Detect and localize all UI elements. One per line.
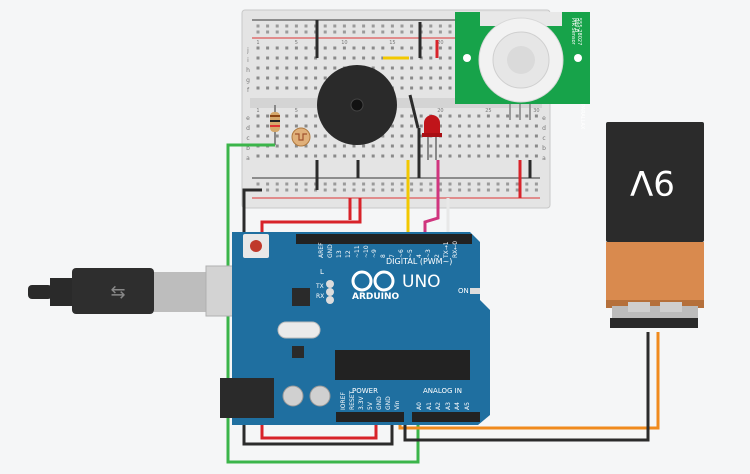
- power-header-label: POWER: [352, 387, 378, 395]
- digital-pin-label: RX←0: [451, 240, 459, 258]
- led-l-label: L: [320, 268, 324, 276]
- digital-pin-label: ~10: [362, 245, 370, 258]
- atmega-chip: [335, 350, 470, 380]
- breadboard-row-letter: g: [246, 77, 250, 84]
- power-pin-label: 5V: [367, 402, 374, 410]
- analog-header-strip: [412, 412, 480, 422]
- analog-pin-label: A1: [425, 402, 433, 410]
- photoresistor: [291, 127, 311, 147]
- arduino-uno-board: [220, 232, 490, 425]
- breadboard-row-letter: h: [246, 67, 250, 74]
- wire-black-gnd: [242, 188, 394, 446]
- usb-cable: ⇆: [28, 265, 241, 317]
- power-pin-label: Vin: [394, 400, 401, 410]
- power-pin-label: GND: [376, 396, 383, 410]
- breadboard-row-letter: e: [542, 115, 546, 122]
- digital-pin-label: TX→1: [442, 241, 450, 258]
- piezo-buzzer: [317, 65, 397, 145]
- breadboard-row-letter: j: [246, 47, 249, 54]
- breadboard-row-letter: i: [247, 57, 249, 64]
- arduino-model-label: UNO: [402, 272, 441, 292]
- digital-pin-label: GND: [326, 244, 334, 258]
- power-pin-label: GND: [385, 396, 392, 410]
- red-led: [422, 115, 442, 160]
- breadboard-column-number: 20: [437, 40, 443, 46]
- analog-pin-label: A4: [454, 402, 461, 410]
- analog-pin-label: A3: [444, 402, 452, 410]
- breadboard-column-number: 15: [389, 40, 395, 46]
- power-pin-label: RESET: [349, 390, 356, 410]
- resistor: [270, 105, 280, 145]
- breadboard-row-letter: f: [247, 87, 250, 94]
- breadboard-row-letter: e: [246, 115, 250, 122]
- digital-pin-label: 8: [380, 254, 388, 258]
- wire-black-mid: [408, 94, 420, 129]
- digital-pin-label: ~3: [424, 249, 432, 258]
- breadboard-row-letter: a: [246, 155, 250, 162]
- breadboard-row-letter: d: [542, 125, 546, 132]
- digital-pin-label: 4: [415, 254, 423, 258]
- breadboard-column-number: 5: [295, 108, 298, 114]
- digital-pin-label: 7: [389, 254, 397, 258]
- battery-label: 9V: [630, 162, 675, 202]
- pir-sensor: [455, 12, 590, 120]
- breadboard-column-number: 25: [485, 108, 491, 114]
- breadboard-row-letter: d: [246, 125, 250, 132]
- analog-pin-label: A5: [463, 402, 471, 410]
- digital-pin-label: 2: [433, 254, 441, 258]
- power-header-strip: [336, 412, 404, 422]
- arduino-logo: [351, 270, 395, 292]
- arduino-brand-label: ARDUINO: [352, 292, 400, 302]
- breadboard-column-number: 5: [295, 40, 298, 46]
- led-rx-label: RX: [316, 293, 325, 300]
- svg-text:⇆: ⇆: [110, 282, 125, 303]
- pir-text-line: 555-28027: [576, 18, 582, 46]
- power-pin-label: IOREF: [340, 392, 347, 410]
- digital-pin-label: ~6: [398, 249, 406, 258]
- breadboard-row-letter: c: [246, 135, 249, 142]
- breadboard-row-letter: b: [542, 145, 546, 152]
- power-jack: [220, 378, 274, 418]
- on-led-label: ON: [458, 287, 469, 295]
- breadboard-column-number: 1: [256, 40, 259, 46]
- digital-pin-label: ~11: [353, 245, 361, 258]
- analog-pin-label: A0: [416, 402, 423, 410]
- breadboard-column-number: 10: [341, 40, 347, 46]
- led-tx-label: TX: [316, 283, 324, 290]
- digital-header-strip: [296, 234, 472, 244]
- battery-9v: [606, 122, 704, 328]
- breadboard-wires: [315, 20, 532, 198]
- digital-pin-label: ~9: [371, 249, 379, 258]
- breadboard-column-number: 1: [256, 108, 259, 114]
- digital-pin-label: AREF: [318, 242, 325, 258]
- digital-header-label: DIGITAL (PWM~): [386, 257, 453, 266]
- breadboard-row-letter: a: [542, 155, 546, 162]
- analog-header-label: ANALOG IN: [423, 387, 462, 395]
- digital-pin-label: 13: [335, 250, 343, 258]
- power-pin-label: 3.3V: [358, 396, 365, 410]
- digital-pin-label: ~5: [407, 249, 414, 258]
- breadboard-column-number: 20: [437, 108, 443, 114]
- pir-text-line: PARALLAX: [579, 104, 585, 130]
- digital-pin-label: 12: [344, 250, 352, 258]
- analog-pin-label: A2: [435, 402, 442, 410]
- crystal: [277, 321, 321, 339]
- wire-green-a0: [226, 143, 420, 464]
- breadboard-row-letter: b: [246, 145, 250, 152]
- breadboard-column-number: 30: [533, 108, 539, 114]
- usb-chip: [292, 288, 310, 306]
- wire-magenta: [423, 160, 440, 238]
- breadboard-row-letter: c: [542, 135, 545, 142]
